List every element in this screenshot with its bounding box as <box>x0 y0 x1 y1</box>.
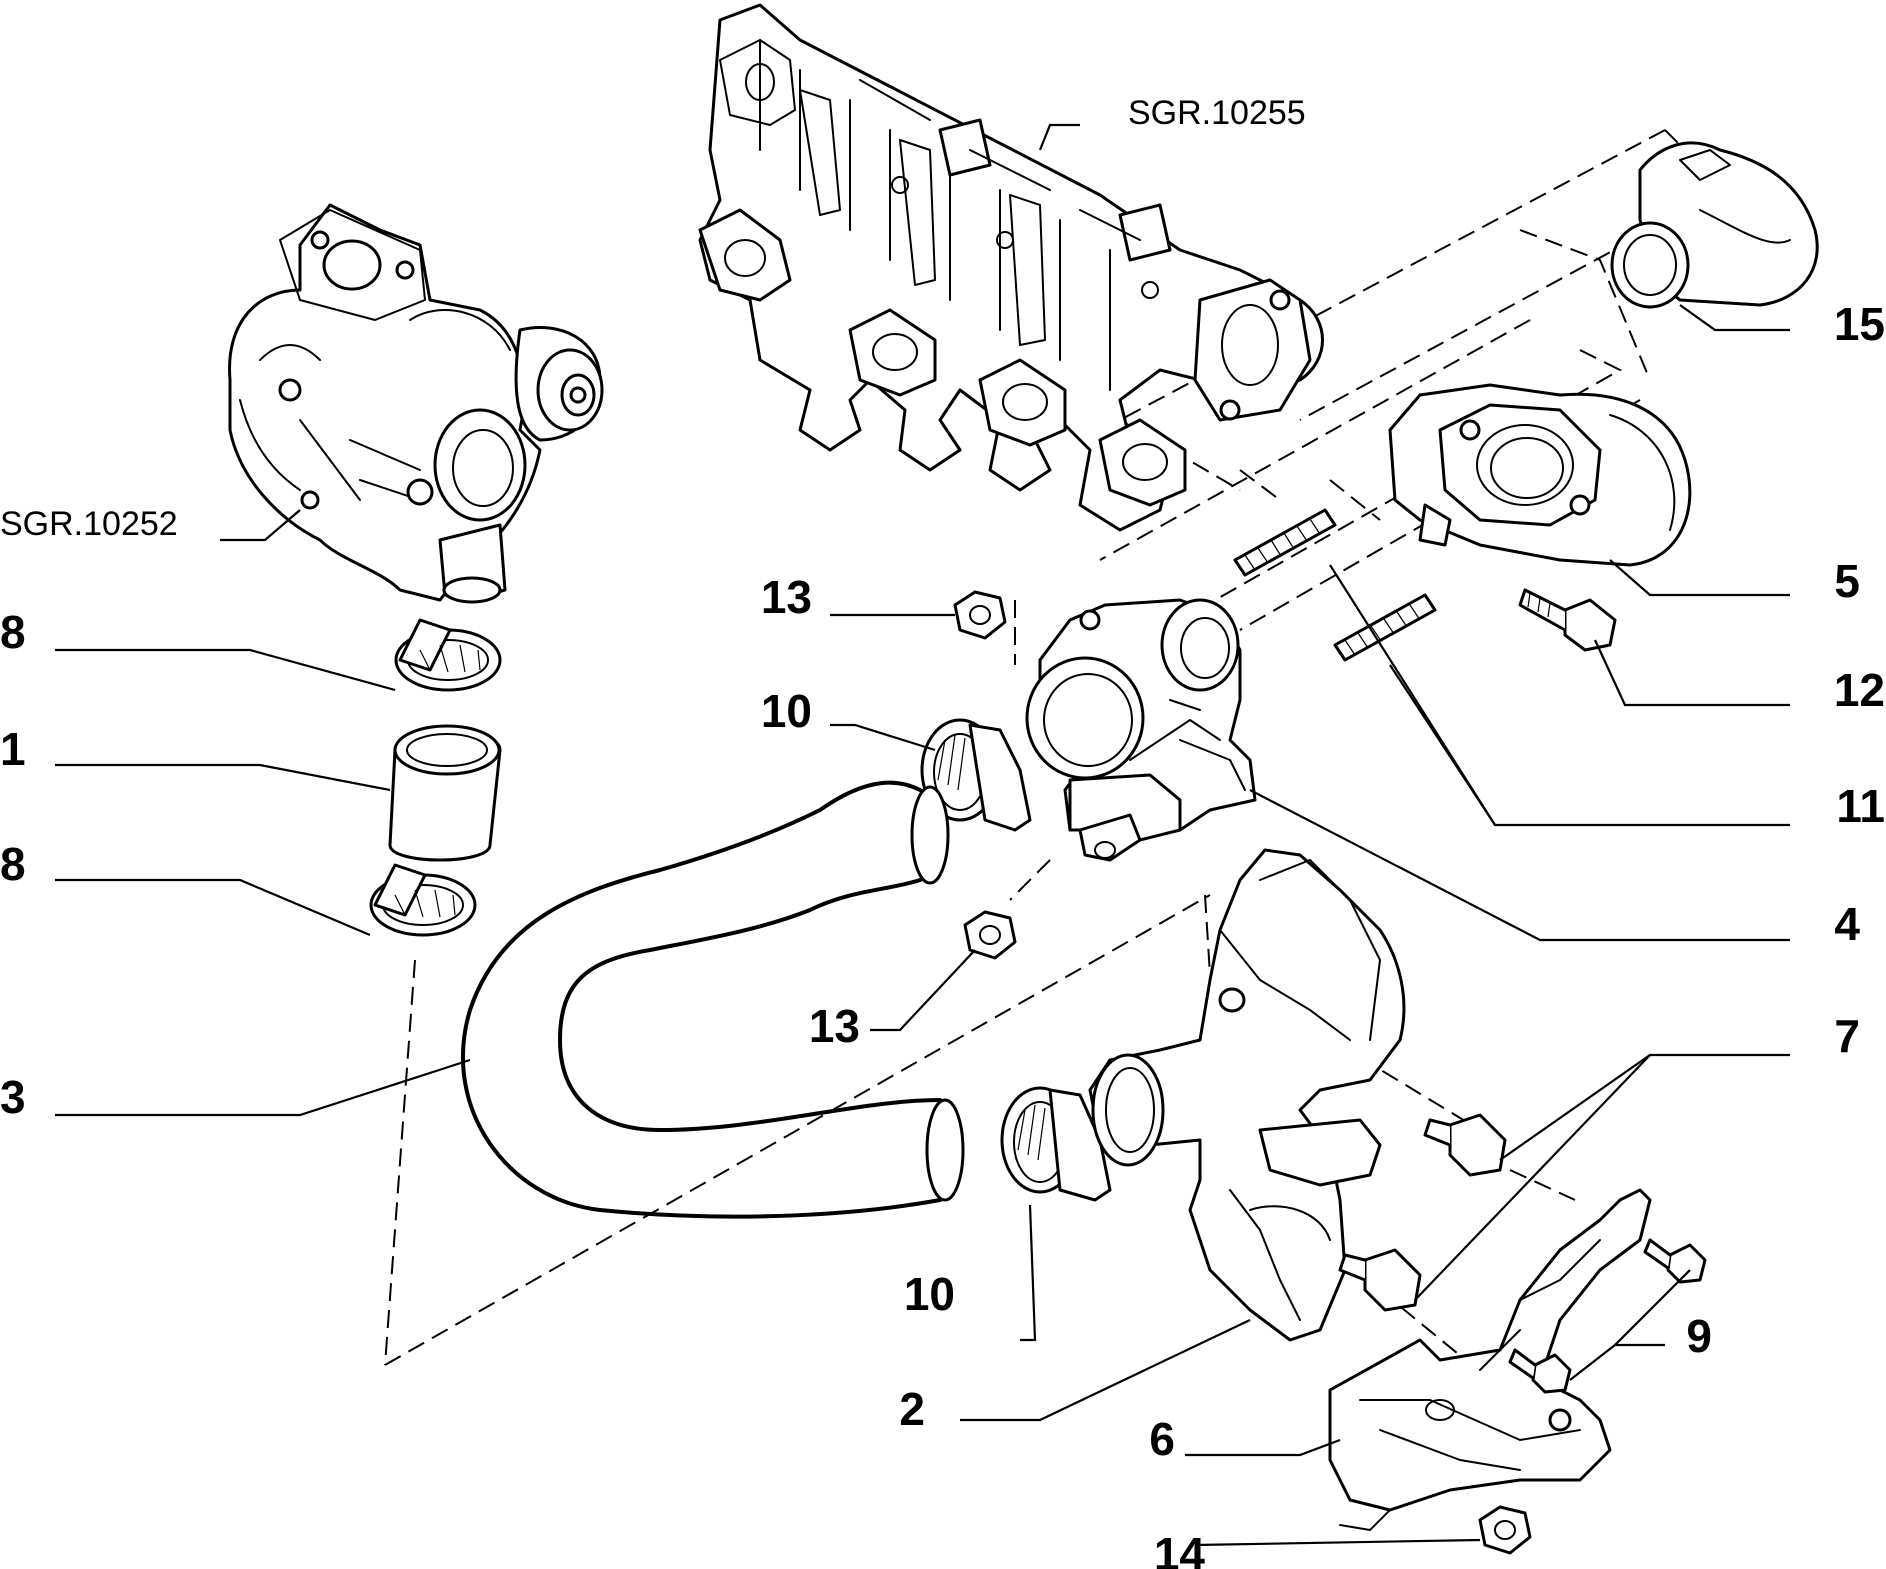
callout-2: 2 <box>899 1383 925 1435</box>
callout-10-lower: 10 <box>904 1268 955 1320</box>
part-8-clamp-lower <box>369 863 477 937</box>
part-1-sleeve <box>388 724 502 862</box>
part-9-bolt-upper <box>1643 1238 1707 1284</box>
callout-9: 9 <box>1686 1310 1712 1362</box>
callout-10-upper: 10 <box>761 685 812 737</box>
callout-6: 6 <box>1149 1413 1175 1465</box>
callout-11: 11 <box>1836 780 1885 832</box>
callout-1: 1 <box>0 723 26 775</box>
part-11-studs <box>1233 508 1437 662</box>
callout-8-lower: 8 <box>0 838 26 890</box>
callout-12: 12 <box>1834 664 1885 716</box>
part-13-nut-upper <box>953 590 1007 640</box>
part-8-clamp-upper <box>394 618 502 692</box>
callout-8-upper: 8 <box>0 606 26 658</box>
part-3-hose <box>460 780 965 1219</box>
callout-14: 14 <box>1154 1528 1206 1569</box>
callout-13-upper: 13 <box>761 571 812 623</box>
part-10-clamp-lower <box>1000 1086 1112 1202</box>
part-2-duct <box>1088 848 1406 1342</box>
part-7-fitting-upper <box>1423 1113 1507 1177</box>
part-12-bolt <box>1518 588 1617 652</box>
part-6-bracket <box>1328 1188 1652 1531</box>
part-13-nut-lower <box>963 910 1017 960</box>
part-5-flange-elbow <box>1388 383 1692 567</box>
turbocharger-assembly <box>228 203 604 604</box>
callout-15: 15 <box>1834 298 1885 350</box>
callout-3: 3 <box>0 1071 26 1123</box>
intake-manifold-assembly <box>698 3 1324 532</box>
part-9-bolt-lower <box>1508 1348 1572 1394</box>
turbocharger-reference: SGR.10252 <box>0 505 178 543</box>
part-14-nut <box>1478 1505 1532 1555</box>
part-4-valve-body <box>1025 598 1257 862</box>
part-7-fitting-lower <box>1338 1248 1422 1312</box>
manifold-reference: SGR.10255 <box>1128 94 1306 132</box>
leader-lines <box>55 123 1790 1547</box>
callout-4: 4 <box>1834 898 1860 950</box>
callout-7: 7 <box>1834 1010 1860 1062</box>
callout-5: 5 <box>1834 555 1860 607</box>
part-15-elbow <box>1610 141 1819 309</box>
callout-13-lower: 13 <box>809 1000 860 1052</box>
